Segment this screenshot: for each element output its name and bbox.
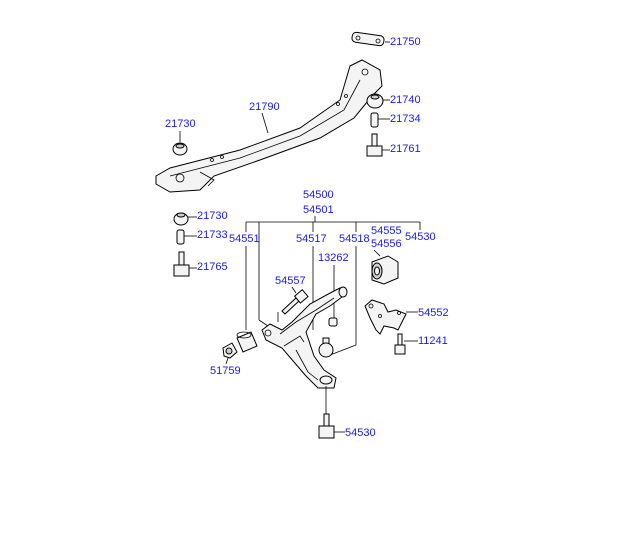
- part-label-21790[interactable]: 21790: [249, 101, 280, 113]
- part-label-54500[interactable]: 54500: [303, 189, 334, 201]
- bushing-51759-drawing: [222, 342, 238, 365]
- part-label-21740[interactable]: 21740: [390, 94, 421, 106]
- nut-13262-drawing: [328, 317, 338, 327]
- part-label-51759[interactable]: 51759: [210, 365, 241, 377]
- part-label-21761[interactable]: 21761: [390, 143, 421, 155]
- part-label-54530-bottom[interactable]: 54530: [345, 427, 376, 439]
- part-label-21730-top[interactable]: 21730: [165, 118, 196, 130]
- part-21740-drawing: [366, 93, 390, 109]
- bolt-11241-drawing: [394, 333, 418, 355]
- assembly-bracket-lines: [245, 216, 421, 356]
- part-21734-drawing: [370, 112, 390, 128]
- part-label-54552[interactable]: 54552: [418, 307, 449, 319]
- part-label-54555[interactable]: 54555: [371, 225, 402, 237]
- lower-control-arm-drawing: [261, 286, 348, 389]
- part-label-13262[interactable]: 13262: [318, 252, 349, 264]
- part-21730-mid-drawing: [173, 212, 197, 226]
- bracket-54552-drawing: [364, 299, 418, 335]
- part-label-54551[interactable]: 54551: [229, 233, 260, 245]
- part-21765-drawing: [173, 251, 197, 277]
- part-label-54530-top[interactable]: 54530: [405, 231, 436, 243]
- part-21750-drawing: [351, 31, 390, 47]
- part-21733-drawing: [176, 229, 197, 245]
- bolt-54557-drawing: [281, 286, 309, 315]
- bushing-54555-drawing: [371, 255, 399, 285]
- part-21761-drawing: [366, 133, 390, 157]
- ball-joint-drawing: [318, 337, 334, 414]
- part-label-54517[interactable]: 54517: [296, 233, 327, 245]
- part-21730-top-drawing: [172, 131, 188, 156]
- part-label-54556[interactable]: 54556: [371, 238, 402, 250]
- part-label-21750[interactable]: 21750: [390, 36, 421, 48]
- part-label-21765[interactable]: 21765: [197, 261, 228, 273]
- part-label-21734[interactable]: 21734: [390, 113, 421, 125]
- bushing-54551-drawing: [236, 331, 258, 353]
- ball-joint-bolt-54530-drawing: [318, 413, 345, 439]
- part-label-54518[interactable]: 54518: [339, 233, 370, 245]
- part-label-21733[interactable]: 21733: [197, 229, 228, 241]
- part-label-21730-mid[interactable]: 21730: [197, 210, 228, 222]
- part-label-54501[interactable]: 54501: [303, 204, 334, 216]
- crossmember-21790-drawing: [155, 59, 383, 193]
- part-label-11241[interactable]: 11241: [418, 335, 448, 347]
- part-label-54557[interactable]: 54557: [275, 275, 306, 287]
